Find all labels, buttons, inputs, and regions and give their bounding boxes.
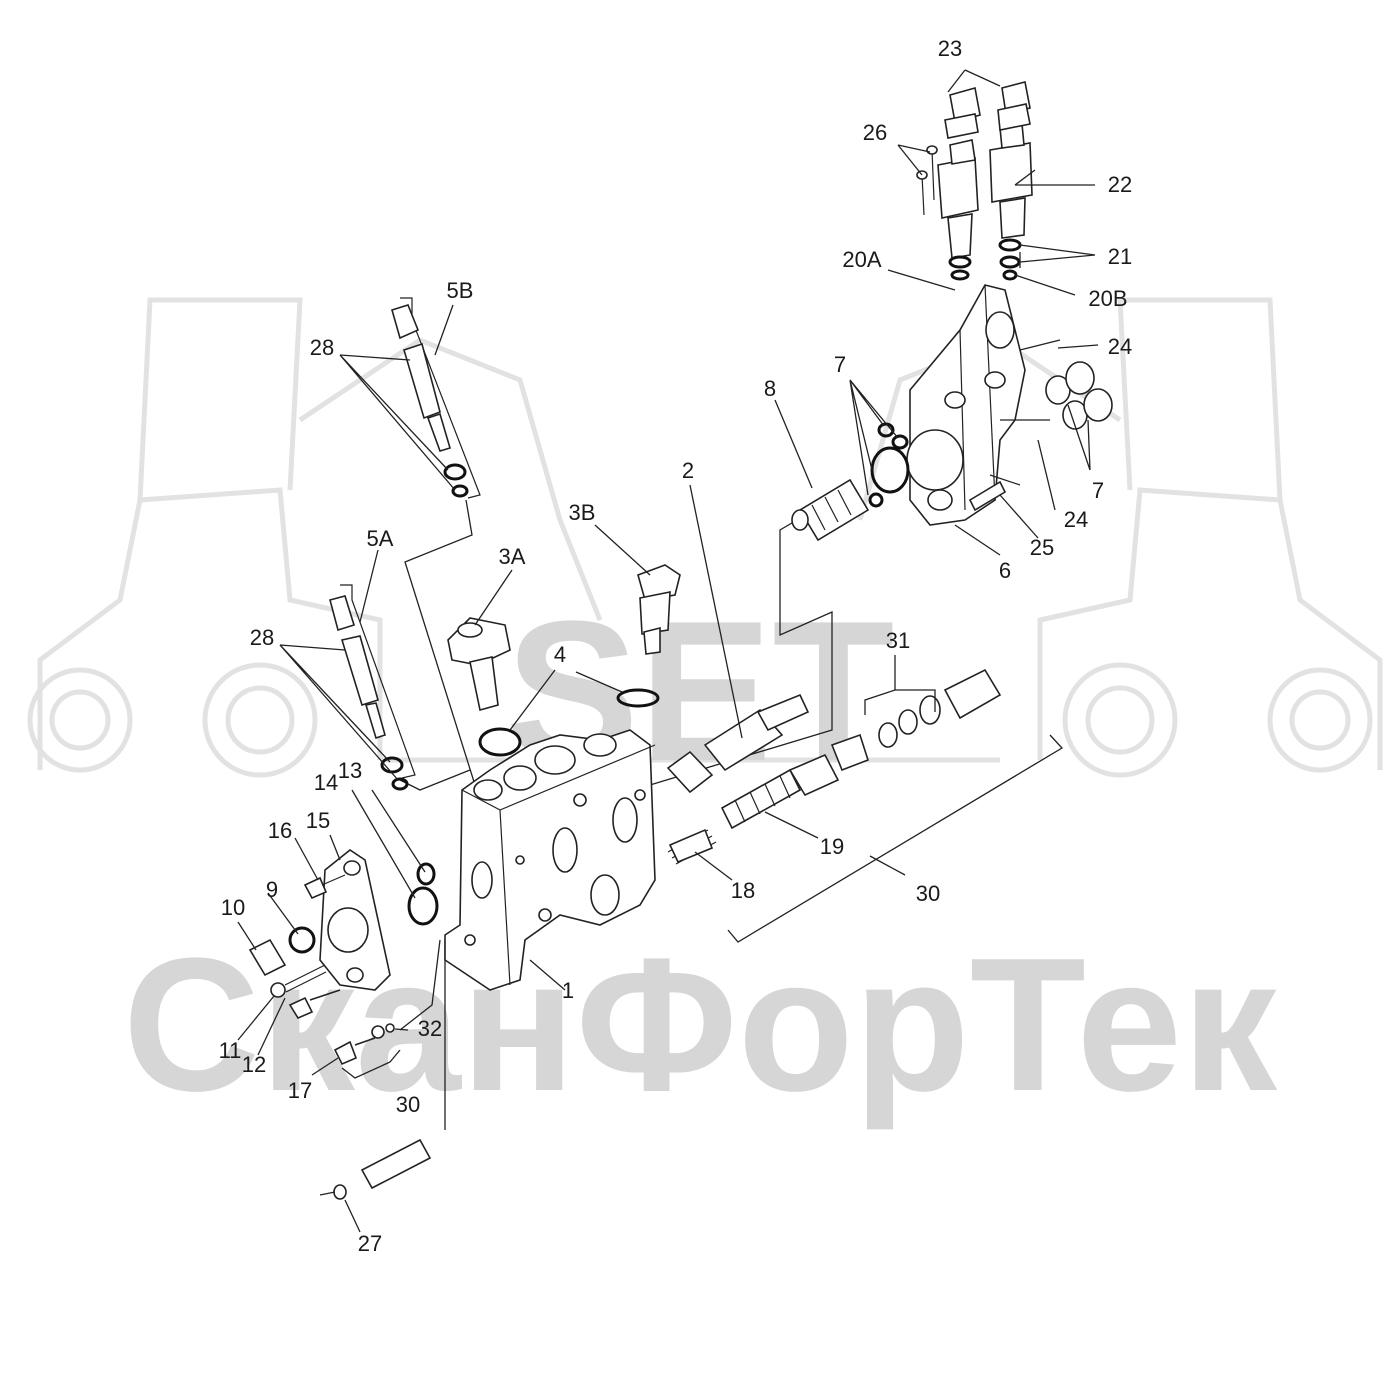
callout-28-bottom: 28 (250, 625, 274, 650)
spring-19 (720, 768, 802, 830)
callout-9: 9 (266, 877, 278, 902)
callout-21: 21 (1108, 244, 1132, 269)
callout-27: 27 (358, 1231, 382, 1256)
callout-11: 11 (219, 1038, 242, 1063)
spool-2 (666, 693, 810, 794)
callout-23: 23 (938, 36, 962, 61)
valve-body (444, 729, 656, 991)
callout-19: 19 (820, 834, 844, 859)
relief-valve-5a (329, 584, 416, 791)
plug-3a (447, 617, 511, 711)
spring-8 (791, 478, 870, 542)
watermark-company-name: СканФорТек (123, 919, 1278, 1131)
callout-20b: 20B (1088, 286, 1127, 311)
callout-7-right: 7 (1092, 478, 1104, 503)
o-ring-13 (416, 862, 436, 886)
callout-22: 22 (1108, 172, 1132, 197)
o-ring-20a-b (950, 269, 970, 281)
callout-31: 31 (886, 628, 910, 653)
callout-30-right: 30 (916, 881, 940, 906)
callout-labels: 1 2 3A 3B 4 5A 5B 6 7 7 8 9 10 11 12 13 … (219, 36, 1133, 1256)
pin-27 (319, 1138, 432, 1200)
o-ring-7-c (870, 446, 910, 494)
check-valve-32 (371, 1023, 395, 1039)
plug-10 (248, 938, 287, 977)
callout-4: 4 (554, 642, 566, 667)
callout-14: 14 (314, 770, 338, 795)
watermark: SET СканФорТек (27, 297, 1383, 1131)
relief-valve-5b (391, 297, 481, 499)
solenoid-housing-6 (906, 284, 1061, 526)
callout-16: 16 (268, 818, 292, 843)
callout-7-left: 7 (834, 352, 846, 377)
callout-5a: 5A (367, 526, 394, 551)
callout-13: 13 (338, 758, 362, 783)
callout-18: 18 (731, 878, 755, 903)
callout-17: 17 (288, 1078, 312, 1103)
spring-18 (667, 828, 717, 865)
o-ring-3b (616, 688, 660, 708)
spring-seat-30 (788, 668, 1002, 797)
callout-3b: 3B (569, 500, 596, 525)
callout-28-top: 28 (310, 335, 334, 360)
connector-23-right (997, 81, 1031, 131)
screws-26 (916, 145, 938, 216)
callout-25: 25 (1030, 535, 1054, 560)
screw-25 (968, 480, 1007, 512)
screws-17 (288, 989, 376, 1066)
screws-11-12 (270, 964, 327, 998)
callout-1: 1 (562, 978, 574, 1003)
o-ring-7-b (891, 434, 909, 450)
cover-15 (319, 849, 391, 991)
o-ring-21-b (999, 255, 1021, 269)
callout-26: 26 (863, 120, 887, 145)
callout-5b: 5B (447, 278, 474, 303)
callout-pointers (237, 69, 1099, 1233)
solenoid-22-right (989, 123, 1033, 239)
o-ring-20a (948, 255, 972, 269)
washer-9 (288, 926, 316, 954)
solenoid-22-left (937, 139, 979, 259)
o-ring-4 (478, 727, 522, 757)
callout-3a: 3A (499, 544, 526, 569)
callout-15: 15 (306, 808, 330, 833)
callout-20a: 20A (842, 247, 881, 272)
o-ring-14 (407, 886, 439, 926)
callout-24-top: 24 (1108, 334, 1132, 359)
plug-3b (637, 564, 681, 655)
callout-8: 8 (764, 376, 776, 401)
callout-6: 6 (999, 558, 1011, 583)
o-ring-7-d (868, 492, 884, 508)
callout-2: 2 (682, 458, 694, 483)
o-ring-20b (1002, 269, 1018, 281)
callout-32: 32 (418, 1016, 442, 1041)
callout-10: 10 (221, 895, 245, 920)
connector-23-left (944, 86, 981, 139)
callout-24-bottom: 24 (1064, 507, 1088, 532)
o-ring-21-a (998, 238, 1022, 252)
screw-16 (303, 874, 346, 900)
callout-12: 12 (242, 1052, 266, 1077)
callout-30-left: 30 (396, 1092, 420, 1117)
